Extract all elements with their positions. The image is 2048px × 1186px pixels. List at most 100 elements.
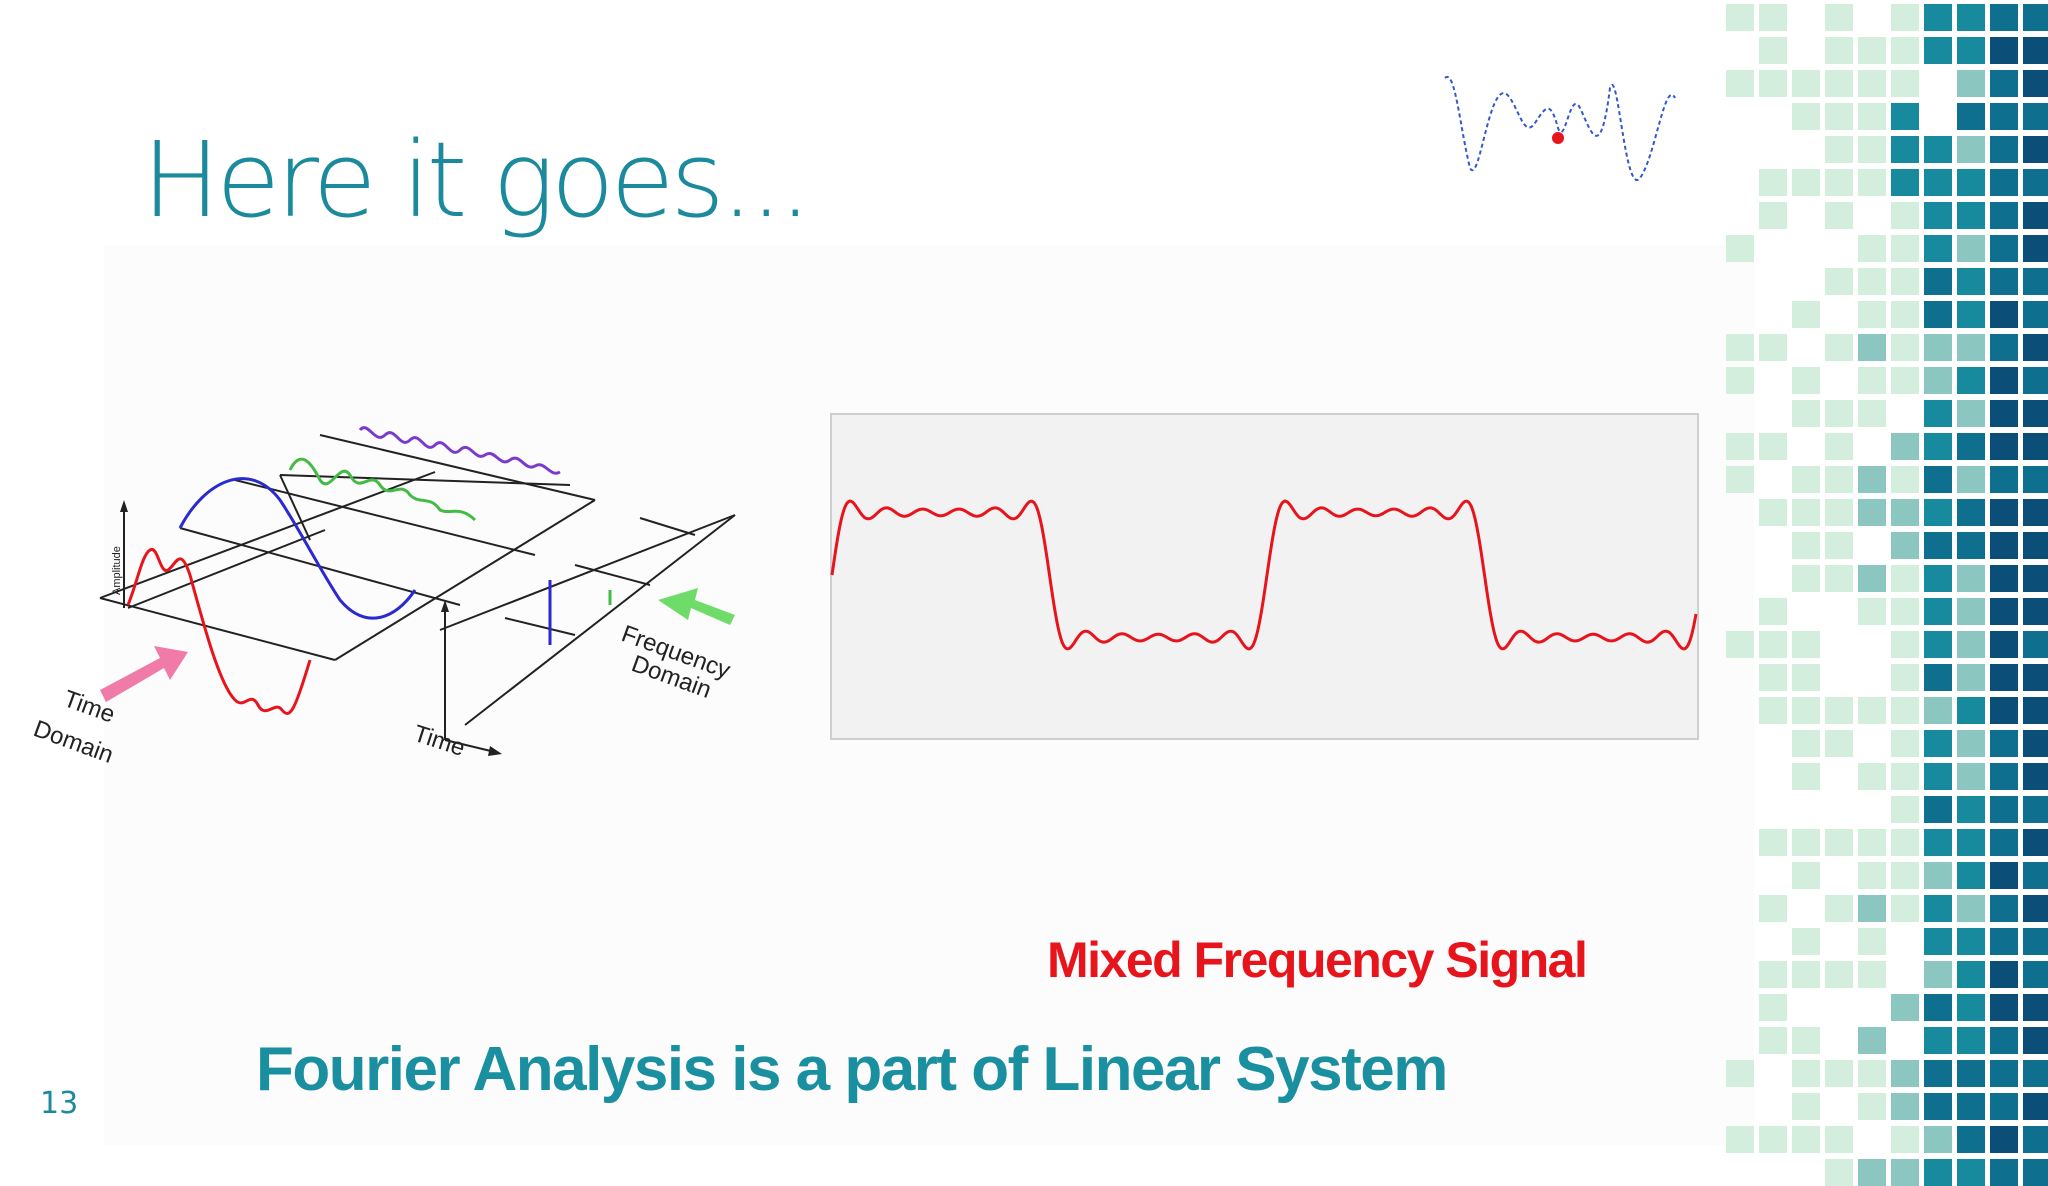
mosaic-tile — [2023, 4, 2048, 31]
mosaic-tile — [1990, 1159, 2018, 1186]
mosaic-tile — [1957, 763, 1985, 790]
mosaic-tile — [1957, 4, 1985, 31]
mosaic-tile — [1759, 70, 1787, 97]
mosaic-tile — [1858, 928, 1886, 955]
mosaic-tile — [1726, 4, 1754, 31]
mosaic-tile — [1825, 268, 1853, 295]
mosaic-tile — [1957, 631, 1985, 658]
mosaic-tile — [1825, 697, 1853, 724]
mosaic-tile — [1990, 994, 2018, 1021]
mosaic-tile — [1792, 169, 1820, 196]
mosaic-tile — [1858, 334, 1886, 361]
mosaic-tile — [1891, 994, 1919, 1021]
mosaic-tile — [1990, 268, 2018, 295]
mosaic-tile — [1957, 928, 1985, 955]
mosaic-tile — [1858, 499, 1886, 526]
mosaic-tile — [1990, 400, 2018, 427]
mosaic-tile — [1957, 532, 1985, 559]
grid-line — [127, 529, 326, 609]
mosaic-tile — [1957, 301, 1985, 328]
mosaic-tile — [1957, 1060, 1985, 1087]
mosaic-tile — [1726, 1126, 1754, 1153]
grid-line — [639, 517, 696, 536]
mosaic-tile — [1891, 202, 1919, 229]
mosaic-tile — [1891, 268, 1919, 295]
mosaic-tile — [1825, 202, 1853, 229]
mosaic-tile — [1957, 697, 1985, 724]
mosaic-tile — [1957, 235, 1985, 262]
mosaic-tile — [1924, 4, 1952, 31]
mosaic-tile — [1792, 829, 1820, 856]
mosaic-tile — [1891, 1093, 1919, 1120]
mosaic-tile — [1759, 895, 1787, 922]
mosaic-tile — [1957, 268, 1985, 295]
mosaic-tile — [1891, 433, 1919, 460]
mosaic-tile — [2023, 37, 2048, 64]
mosaic-tile — [1891, 70, 1919, 97]
mosaic-tile — [2023, 895, 2048, 922]
mosaic-tile — [1990, 466, 2018, 493]
mosaic-tile — [1990, 235, 2018, 262]
mosaic-tile — [1924, 1027, 1952, 1054]
grid-line — [234, 479, 536, 556]
mosaic-tile — [1726, 70, 1754, 97]
mosaic-tile — [1990, 1126, 2018, 1153]
mosaic-tile — [1858, 763, 1886, 790]
mosaic-tile — [2023, 697, 2048, 724]
mosaic-tile — [1858, 1060, 1886, 1087]
mosaic-tile — [2023, 466, 2048, 493]
mosaic-tile — [1957, 862, 1985, 889]
mosaic-tile — [1792, 1093, 1820, 1120]
mosaic-tile — [1990, 796, 2018, 823]
mosaic-tile — [1891, 37, 1919, 64]
mosaic-tile — [1759, 499, 1787, 526]
mosaic-tile — [1792, 466, 1820, 493]
mosaic-tile — [1990, 37, 2018, 64]
mosaic-tile — [1957, 1159, 1985, 1186]
mosaic-tile — [1792, 70, 1820, 97]
mosaic-tile — [1858, 400, 1886, 427]
mosaic-tile — [1891, 367, 1919, 394]
mosaic-tile — [1825, 730, 1853, 757]
mosaic-tile — [1891, 103, 1919, 130]
mosaic-tile — [1990, 895, 2018, 922]
mosaic-tile — [1924, 928, 1952, 955]
mosaic-tile — [1990, 961, 2018, 988]
mosaic-tile — [1825, 499, 1853, 526]
mosaic-tile — [1858, 1027, 1886, 1054]
mosaic-tile — [1924, 301, 1952, 328]
mosaic-tile — [1957, 1027, 1985, 1054]
mosaic-tile — [1990, 169, 2018, 196]
mosaic-tile — [1825, 433, 1853, 460]
mosaic-tile — [1858, 862, 1886, 889]
mosaic-tile — [1891, 169, 1919, 196]
mosaic-tile — [1792, 730, 1820, 757]
mosaic-tile — [1759, 994, 1787, 1021]
mosaic-tile — [1924, 268, 1952, 295]
mosaic-tile — [1957, 202, 1985, 229]
mosaic-tile — [1957, 70, 1985, 97]
mosaic-tile — [1891, 301, 1919, 328]
mosaic-tile — [1792, 763, 1820, 790]
mosaic-tile — [1759, 4, 1787, 31]
mosaic-tile — [2023, 994, 2048, 1021]
grid-line — [504, 617, 576, 636]
mosaic-tile — [1759, 961, 1787, 988]
mosaic-tile — [1825, 4, 1853, 31]
mosaic-tile — [1825, 400, 1853, 427]
mosaic-tile — [2023, 169, 2048, 196]
mosaic-tile — [2023, 664, 2048, 691]
grid-line — [99, 471, 436, 599]
mosaic-tile — [2023, 532, 2048, 559]
mosaic-tile — [2023, 862, 2048, 889]
mosaic-tile — [1957, 565, 1985, 592]
mosaic-tile — [1957, 334, 1985, 361]
mosaic-tile — [2023, 763, 2048, 790]
mosaic-tile — [1924, 895, 1952, 922]
mosaic-tile — [1990, 862, 2018, 889]
mosaic-tile — [1957, 400, 1985, 427]
mosaic-tile — [1891, 730, 1919, 757]
mosaic-tile — [2023, 730, 2048, 757]
mosaic-tile — [1759, 37, 1787, 64]
mosaic-tile — [1726, 433, 1754, 460]
